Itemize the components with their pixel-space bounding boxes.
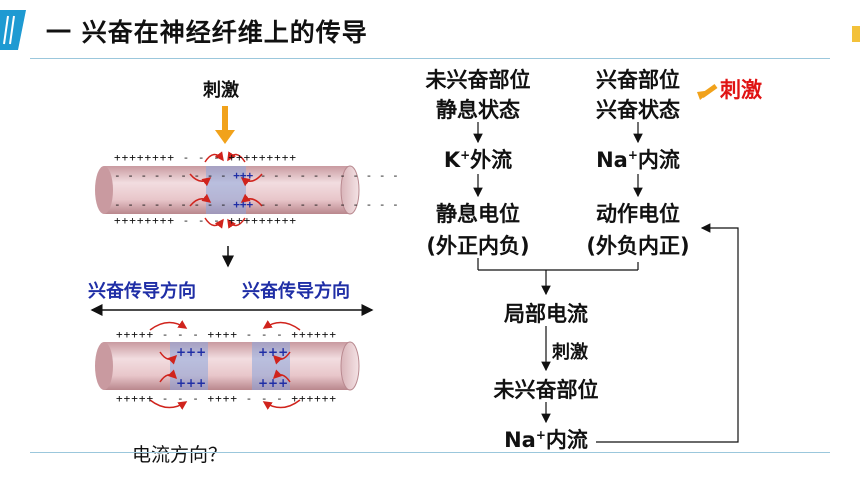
right-state-line1: 兴奋部位 — [596, 68, 680, 92]
bottom-fiber-top-charges: +++++ - - - ++++ - - - ++++++ — [116, 328, 338, 341]
na-influx-bottom: Na+内流 — [504, 428, 588, 452]
top-nerve-fiber — [95, 165, 360, 215]
conduction-direction-left: 兴奋传导方向 — [88, 281, 196, 302]
top-fiber-inner-top-charges: - - - - - - - - - +++ - - - - - - - - - … — [114, 169, 399, 182]
slide-title: 一 兴奋在神经纤维上的传导 — [46, 18, 368, 47]
right-stimulus-arrow-icon — [697, 83, 718, 100]
bottom-fiber-band-2-top: +++ — [258, 345, 289, 359]
resting-potential: 静息电位 — [436, 202, 520, 226]
na-influx: Na+内流 — [596, 148, 680, 172]
mid-stimulus-label: 刺激 — [552, 342, 588, 363]
bottom-nerve-fiber — [95, 341, 360, 391]
left-state-line2: 静息状态 — [436, 98, 520, 122]
action-potential-note: (外负内正) — [586, 234, 690, 258]
stimulus-arrow-icon — [215, 106, 235, 144]
footer-divider — [30, 452, 830, 453]
current-direction-question: 电流方向？ — [132, 444, 228, 466]
top-fiber-outer-charges: ++++++++ - - - +++++++++ — [114, 151, 297, 164]
flowchart-connectors — [473, 122, 739, 443]
title-divider — [30, 58, 830, 59]
conduction-direction-right: 兴奋传导方向 — [242, 281, 350, 302]
local-current: 局部电流 — [504, 302, 588, 326]
unexcited-region: 未兴奋部位 — [493, 378, 599, 402]
top-fiber-outer-bottom-charges: ++++++++ - - - +++++++++ — [114, 214, 297, 227]
k-efflux: K+外流 — [443, 148, 513, 172]
left-state-line1: 未兴奋部位 — [425, 68, 531, 92]
right-state-line2: 兴奋状态 — [596, 98, 680, 122]
right-stimulus-label: 刺激 — [720, 78, 762, 102]
bottom-fiber-bottom-charges: +++++ - - - ++++ - - - ++++++ — [116, 392, 338, 405]
bottom-fiber-band-1-top: +++ — [176, 345, 207, 359]
stimulus-label: 刺激 — [203, 80, 239, 101]
action-potential: 动作电位 — [596, 202, 680, 226]
bottom-fiber-band-1-bottom: +++ — [176, 376, 207, 390]
bottom-fiber-band-2-bottom: +++ — [258, 376, 289, 390]
title-accent-icon — [0, 10, 26, 50]
resting-potential-note: (外正内负) — [426, 234, 530, 258]
corner-marker — [852, 26, 860, 42]
top-fiber-inner-bottom-charges: - - - - - - - - - +++ - - - - - - - - - … — [114, 198, 399, 211]
